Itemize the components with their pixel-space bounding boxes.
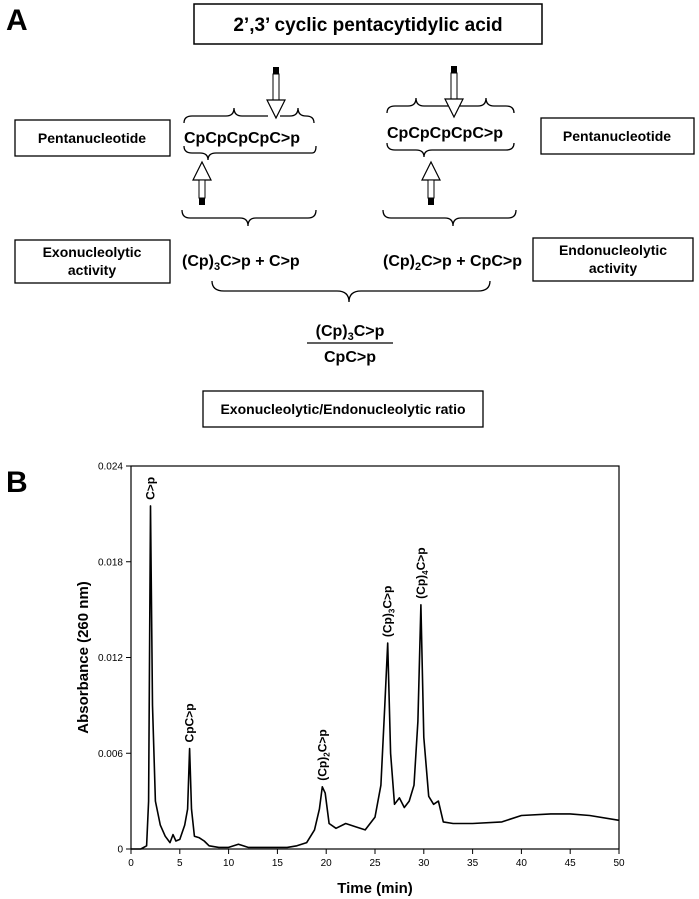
exonucleolytic-line2: activity — [68, 262, 116, 278]
title-box — [193, 3, 543, 45]
x-tick-label: 0 — [128, 858, 134, 869]
ratio-denominator: CpC>p — [324, 349, 376, 366]
brace-upper-left-1 — [183, 107, 268, 124]
x-tick-label: 50 — [613, 858, 625, 869]
y-axis-label: Absorbance (260 nm) — [75, 581, 92, 734]
peak-label: (Cp)4C>p — [414, 547, 430, 598]
y-tick-label: 0.006 — [98, 749, 123, 760]
ratio-box-label: Exonucleolytic/Endonucleolytic ratio — [220, 401, 465, 417]
left-pentanucleotide-box — [14, 119, 171, 157]
endonucleolytic-line1: Endonucleolytic — [559, 242, 667, 258]
brace-upper-right-1 — [386, 97, 448, 114]
peak-label: CpC>p — [183, 703, 197, 742]
x-tick-label: 40 — [516, 858, 528, 869]
x-tick-label: 20 — [321, 858, 333, 869]
exo-products: (Cp)3C>p + C>p — [182, 253, 300, 273]
brace-lower-left-1 — [183, 145, 317, 161]
brace-upper-right-2 — [460, 97, 515, 114]
left-pentanucleotide-label: Pentanucleotide — [38, 130, 146, 146]
exonucleolytic-line1: Exonucleolytic — [43, 244, 142, 260]
chromatogram-trace — [131, 505, 620, 850]
endonucleolytic-box — [532, 237, 694, 282]
chromatogram: 0 5 10 15 20 25 30 35 40 45 50 0 0.006 0.012 0.018 0.02… — [75, 462, 625, 898]
right-sequence: CpCpCpCpC>p — [387, 125, 503, 142]
y-tick-label: 0.012 — [98, 653, 123, 664]
x-axis-label: Time (min) — [337, 880, 413, 897]
x-tick-label: 25 — [369, 858, 381, 869]
peak-label: (Cp)2C>p — [315, 729, 331, 780]
cleavage-arrow-bottom-left — [192, 160, 212, 205]
cleavage-arrow-top-left — [266, 67, 286, 120]
endo-products: (Cp)2C>p + CpC>p — [383, 253, 522, 273]
brace-product-right — [382, 209, 517, 227]
brace-upper-left-2 — [280, 107, 315, 124]
x-tick-label: 30 — [418, 858, 430, 869]
x-tick-label: 35 — [467, 858, 479, 869]
brace-lower-right-1 — [386, 142, 515, 158]
cleavage-arrow-bottom-right — [421, 160, 441, 205]
brace-product-left — [181, 209, 317, 227]
x-tick-label: 10 — [223, 858, 235, 869]
brace-combine — [211, 280, 491, 303]
right-pentanucleotide-box — [540, 117, 695, 155]
right-pentanucleotide-label: Pentanucleotide — [563, 128, 671, 144]
x-tick-label: 45 — [565, 858, 577, 869]
peak-label: C>p — [144, 477, 158, 500]
y-tick-label: 0.018 — [98, 557, 123, 568]
left-sequence: CpCpCpCpC>p — [184, 130, 300, 147]
panel-a-label: A — [6, 4, 28, 37]
cleavage-arrow-top-right — [444, 66, 464, 119]
endonucleolytic-line2: activity — [589, 260, 637, 276]
exonucleolytic-box — [14, 239, 171, 284]
panel-b-label: B — [6, 466, 28, 499]
ratio-box — [202, 390, 484, 428]
y-tick-label: 0 — [117, 845, 123, 856]
y-tick-label: 0.024 — [98, 462, 123, 473]
x-tick-label: 5 — [177, 858, 183, 869]
plot-frame — [130, 465, 620, 850]
ratio-numerator: (Cp)3C>p — [316, 323, 385, 343]
title-text: 2’,3’ cyclic pentacytidylic acid — [233, 15, 502, 36]
peak-label: (Cp)3C>p — [381, 586, 397, 637]
x-tick-label: 15 — [272, 858, 284, 869]
